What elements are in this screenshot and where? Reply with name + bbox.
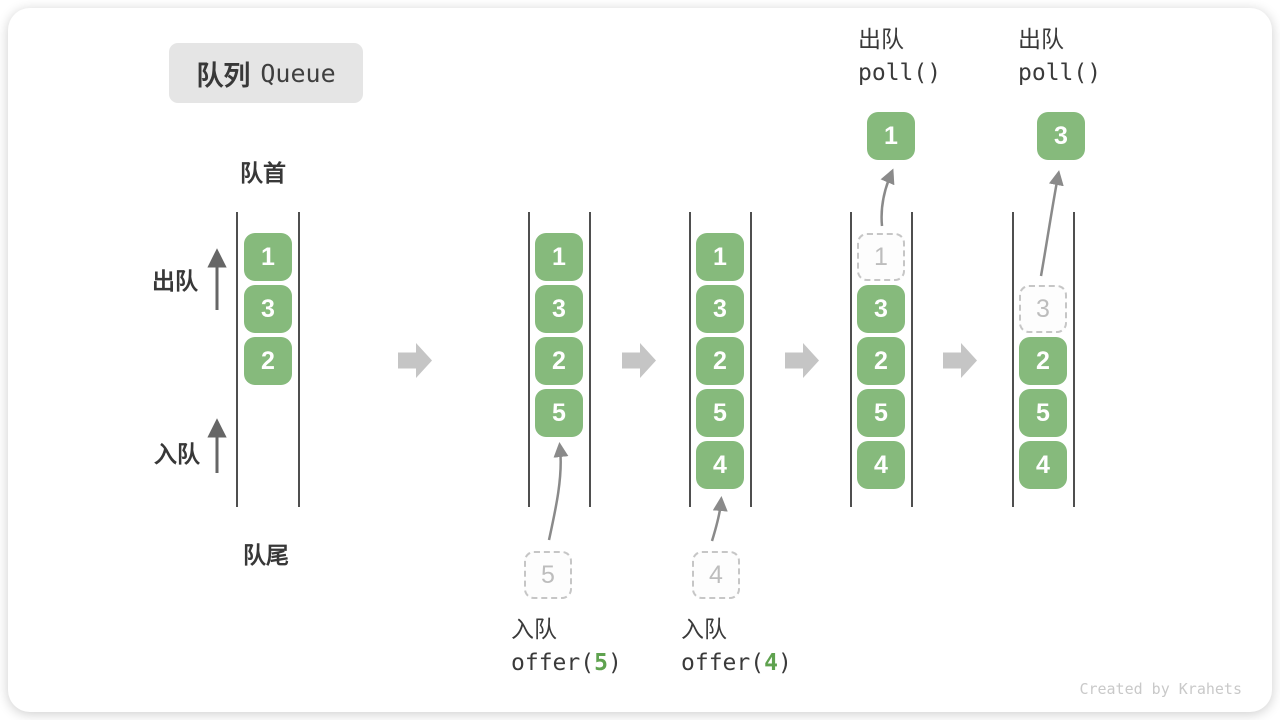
enqueue-side-label: 入队 xyxy=(154,441,200,467)
queue2-left-wall xyxy=(528,212,530,507)
offer1-code-text: offer(5) xyxy=(511,650,622,676)
queue2-cell: 5 xyxy=(535,389,583,437)
queue4-polled-ghost-cell: 1 xyxy=(857,233,905,281)
queue1-cell: 2 xyxy=(244,337,292,385)
queue5-right-wall xyxy=(1073,212,1075,507)
queue2-incoming-ghost-cell: 5 xyxy=(524,551,572,599)
offer2-action-text: 入队 xyxy=(681,616,727,642)
queue1-cell: 1 xyxy=(244,233,292,281)
watermark-credit: Created by Krahets xyxy=(1079,680,1242,698)
title-chinese: 队列 xyxy=(196,60,251,91)
queue4-cell: 4 xyxy=(857,441,905,489)
queue4-right-wall xyxy=(911,212,913,507)
queue3-cell: 1 xyxy=(696,233,744,281)
queue3-incoming-ghost-cell: 4 xyxy=(692,551,740,599)
queue-rear-label: 队尾 xyxy=(243,542,289,568)
queue2-cell: 3 xyxy=(535,285,583,333)
queue4-polled-value-cell: 1 xyxy=(867,112,915,160)
poll1-code-text: poll() xyxy=(858,60,942,86)
queue2-cell: 2 xyxy=(535,337,583,385)
queue-front-label: 队首 xyxy=(240,160,286,186)
queue4-cell: 5 xyxy=(857,389,905,437)
queue1-right-wall xyxy=(298,212,300,507)
queue5-polled-value-cell: 3 xyxy=(1037,112,1085,160)
queue5-cell: 4 xyxy=(1019,441,1067,489)
offer-operation-label-1: 入队 offer(5) xyxy=(511,616,622,677)
poll2-action-text: 出队 xyxy=(1018,26,1064,52)
offer1-arg: 5 xyxy=(594,650,608,676)
queue3-cell: 4 xyxy=(696,441,744,489)
poll-operation-label-1: 出队 poll() xyxy=(858,26,941,87)
queue3-right-wall xyxy=(750,212,752,507)
queue4-cell: 3 xyxy=(857,285,905,333)
diagram-title: 队列 Queue xyxy=(169,43,363,103)
queue5-polled-ghost-cell: 3 xyxy=(1019,285,1067,333)
queue1-left-wall xyxy=(236,212,238,507)
queue3-cell: 3 xyxy=(696,285,744,333)
offer1-action-text: 入队 xyxy=(511,616,557,642)
poll1-action-text: 出队 xyxy=(858,26,904,52)
queue4-left-wall xyxy=(850,212,852,507)
queue5-cell: 5 xyxy=(1019,389,1067,437)
queue5-left-wall xyxy=(1012,212,1014,507)
offer-operation-label-2: 入队 offer(4) xyxy=(681,616,792,677)
queue2-cell: 1 xyxy=(535,233,583,281)
canvas-card xyxy=(8,8,1272,712)
queue3-cell: 5 xyxy=(696,389,744,437)
dequeue-side-label: 出队 xyxy=(152,268,198,294)
offer2-arg: 4 xyxy=(764,650,778,676)
poll-operation-label-2: 出队 poll() xyxy=(1018,26,1101,87)
title-english: Queue xyxy=(260,58,336,88)
queue2-right-wall xyxy=(589,212,591,507)
queue3-cell: 2 xyxy=(696,337,744,385)
poll2-code-text: poll() xyxy=(1018,60,1102,86)
queue5-cell: 2 xyxy=(1019,337,1067,385)
offer2-code-text: offer(4) xyxy=(681,650,792,676)
queue3-left-wall xyxy=(689,212,691,507)
queue4-cell: 2 xyxy=(857,337,905,385)
queue1-cell: 3 xyxy=(244,285,292,333)
